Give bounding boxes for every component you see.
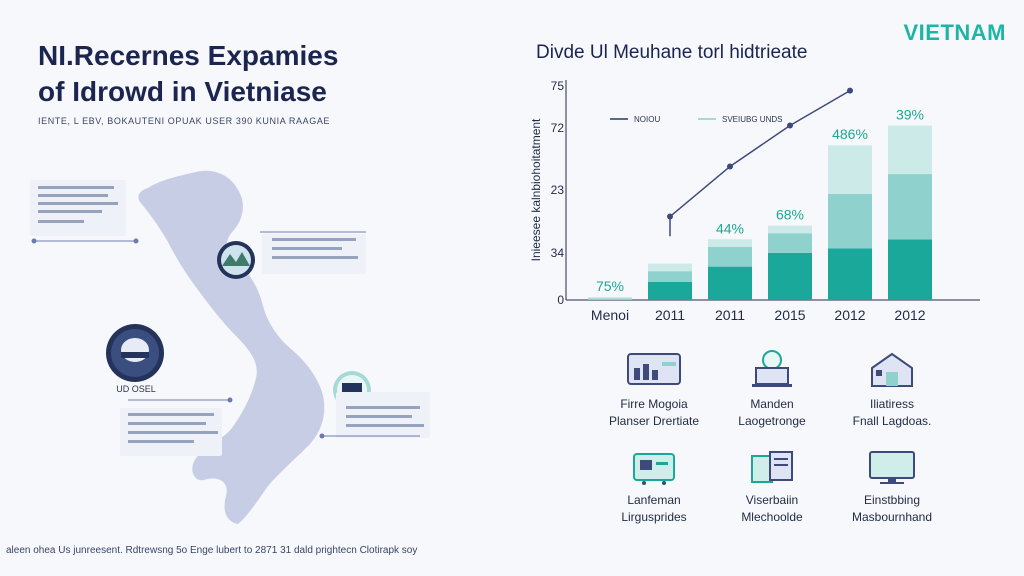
- y-tick-label: 23: [551, 183, 565, 197]
- bar-segment: [828, 193, 872, 249]
- feature-subtitle: Mlechoolde: [741, 510, 803, 524]
- callout-north-west: [30, 180, 139, 244]
- bar-segment: [888, 239, 932, 300]
- trend-point: [727, 163, 733, 170]
- trend-point: [787, 122, 793, 129]
- data-label: 486%: [832, 126, 868, 142]
- feature-title: Firre Mogoia: [620, 397, 688, 411]
- feature-subtitle: Planser Drertiate: [608, 414, 700, 428]
- x-tick-label: 2012: [894, 307, 925, 323]
- bar-segment: [888, 125, 932, 175]
- feature-subtitle: Fnall Lagdoas.: [852, 414, 932, 428]
- shopping-icon: [633, 453, 675, 485]
- chart-title: Divde Ul Meuhane torl hidtrieate: [536, 42, 808, 63]
- bar-chart: Inieesee kalnbiohoitatment 0 34 23 72 75 NOI…: [529, 79, 980, 323]
- y-tick-label: 75: [551, 79, 565, 93]
- brand-logo: VIETNAM: [903, 20, 1006, 45]
- feature-title: Viserbaiin: [745, 493, 799, 507]
- monitor-icon: [869, 451, 915, 484]
- x-tick-label: 2011: [655, 307, 685, 323]
- main-title-line2: of Idrowd in Vietniase: [38, 76, 327, 107]
- feature-subtitle: Lirgusprides: [621, 510, 687, 524]
- y-axis-label: Inieesee kalnbiohoitatment: [529, 118, 543, 261]
- chart-card-icon: [627, 353, 681, 385]
- bar-segment: [768, 252, 812, 300]
- bar-segment: [768, 233, 812, 253]
- bar-segment: [768, 225, 812, 234]
- callout-helmet-label: UD OSEL: [116, 384, 156, 394]
- trend-line: [669, 89, 851, 237]
- house-icon: [871, 352, 913, 387]
- y-tick-label: 34: [551, 246, 565, 260]
- legend-label: NOIOU: [634, 115, 660, 124]
- legend-label: SVEIUBG UNDS: [722, 115, 782, 124]
- bar-segment: [888, 174, 932, 240]
- callout-west: [120, 397, 233, 456]
- x-tick-label: 2012: [834, 307, 865, 323]
- main-title: NI.Recernes Expamies of Idrowd in Vietni…: [38, 38, 398, 110]
- clock-laptop-icon: [752, 350, 792, 387]
- bar-segment: [648, 281, 692, 300]
- bar-segment: [708, 266, 752, 300]
- callout-north-east: [260, 231, 366, 274]
- helmet-icon: [106, 324, 164, 382]
- bar-segment: [708, 239, 752, 247]
- footer-note: aleen ohea Us junreesent. Rdtrewsng 5o E…: [6, 545, 418, 556]
- landscape-icon: [217, 241, 255, 279]
- data-label: 75%: [596, 278, 624, 294]
- bar-segment: [708, 246, 752, 267]
- subtitle: IENTE, L EBV, BOKAUTENI OPUAK USER 390 K…: [38, 116, 331, 126]
- main-title-line1: NI.Recernes Expamies: [38, 40, 339, 71]
- bar-segment: [588, 298, 632, 300]
- y-tick-label: 72: [551, 121, 565, 135]
- vietnam-map-shape: [138, 170, 325, 525]
- callout-east: [319, 392, 430, 439]
- data-label: 39%: [896, 107, 924, 123]
- feature-subtitle: Laogetronge: [738, 414, 806, 428]
- bar-segment: [828, 248, 872, 300]
- feature-title: Einstbbing: [863, 493, 921, 507]
- data-label: 44%: [716, 220, 744, 236]
- vietnam-map-panel: UD OSEL: [30, 170, 430, 525]
- bar-segment: [648, 263, 692, 272]
- bar-segment: [828, 145, 872, 194]
- bar-segment: [588, 296, 632, 299]
- trend-point: [667, 213, 673, 220]
- x-tick-label: 2015: [774, 307, 805, 323]
- feature-title: Iliatiress: [869, 397, 914, 411]
- feature-subtitle: Masbournhand: [851, 510, 933, 524]
- y-tick-label: 0: [557, 293, 564, 307]
- data-label: 68%: [776, 207, 804, 223]
- documents-icon: [751, 451, 793, 483]
- trend-point: [847, 87, 853, 94]
- feature-title: Manden: [750, 397, 794, 411]
- x-tick-label: Menoi: [591, 307, 629, 323]
- x-tick-label: 2011: [715, 307, 745, 323]
- feature-title: Lanfeman: [627, 493, 681, 507]
- bar-segment: [648, 271, 692, 282]
